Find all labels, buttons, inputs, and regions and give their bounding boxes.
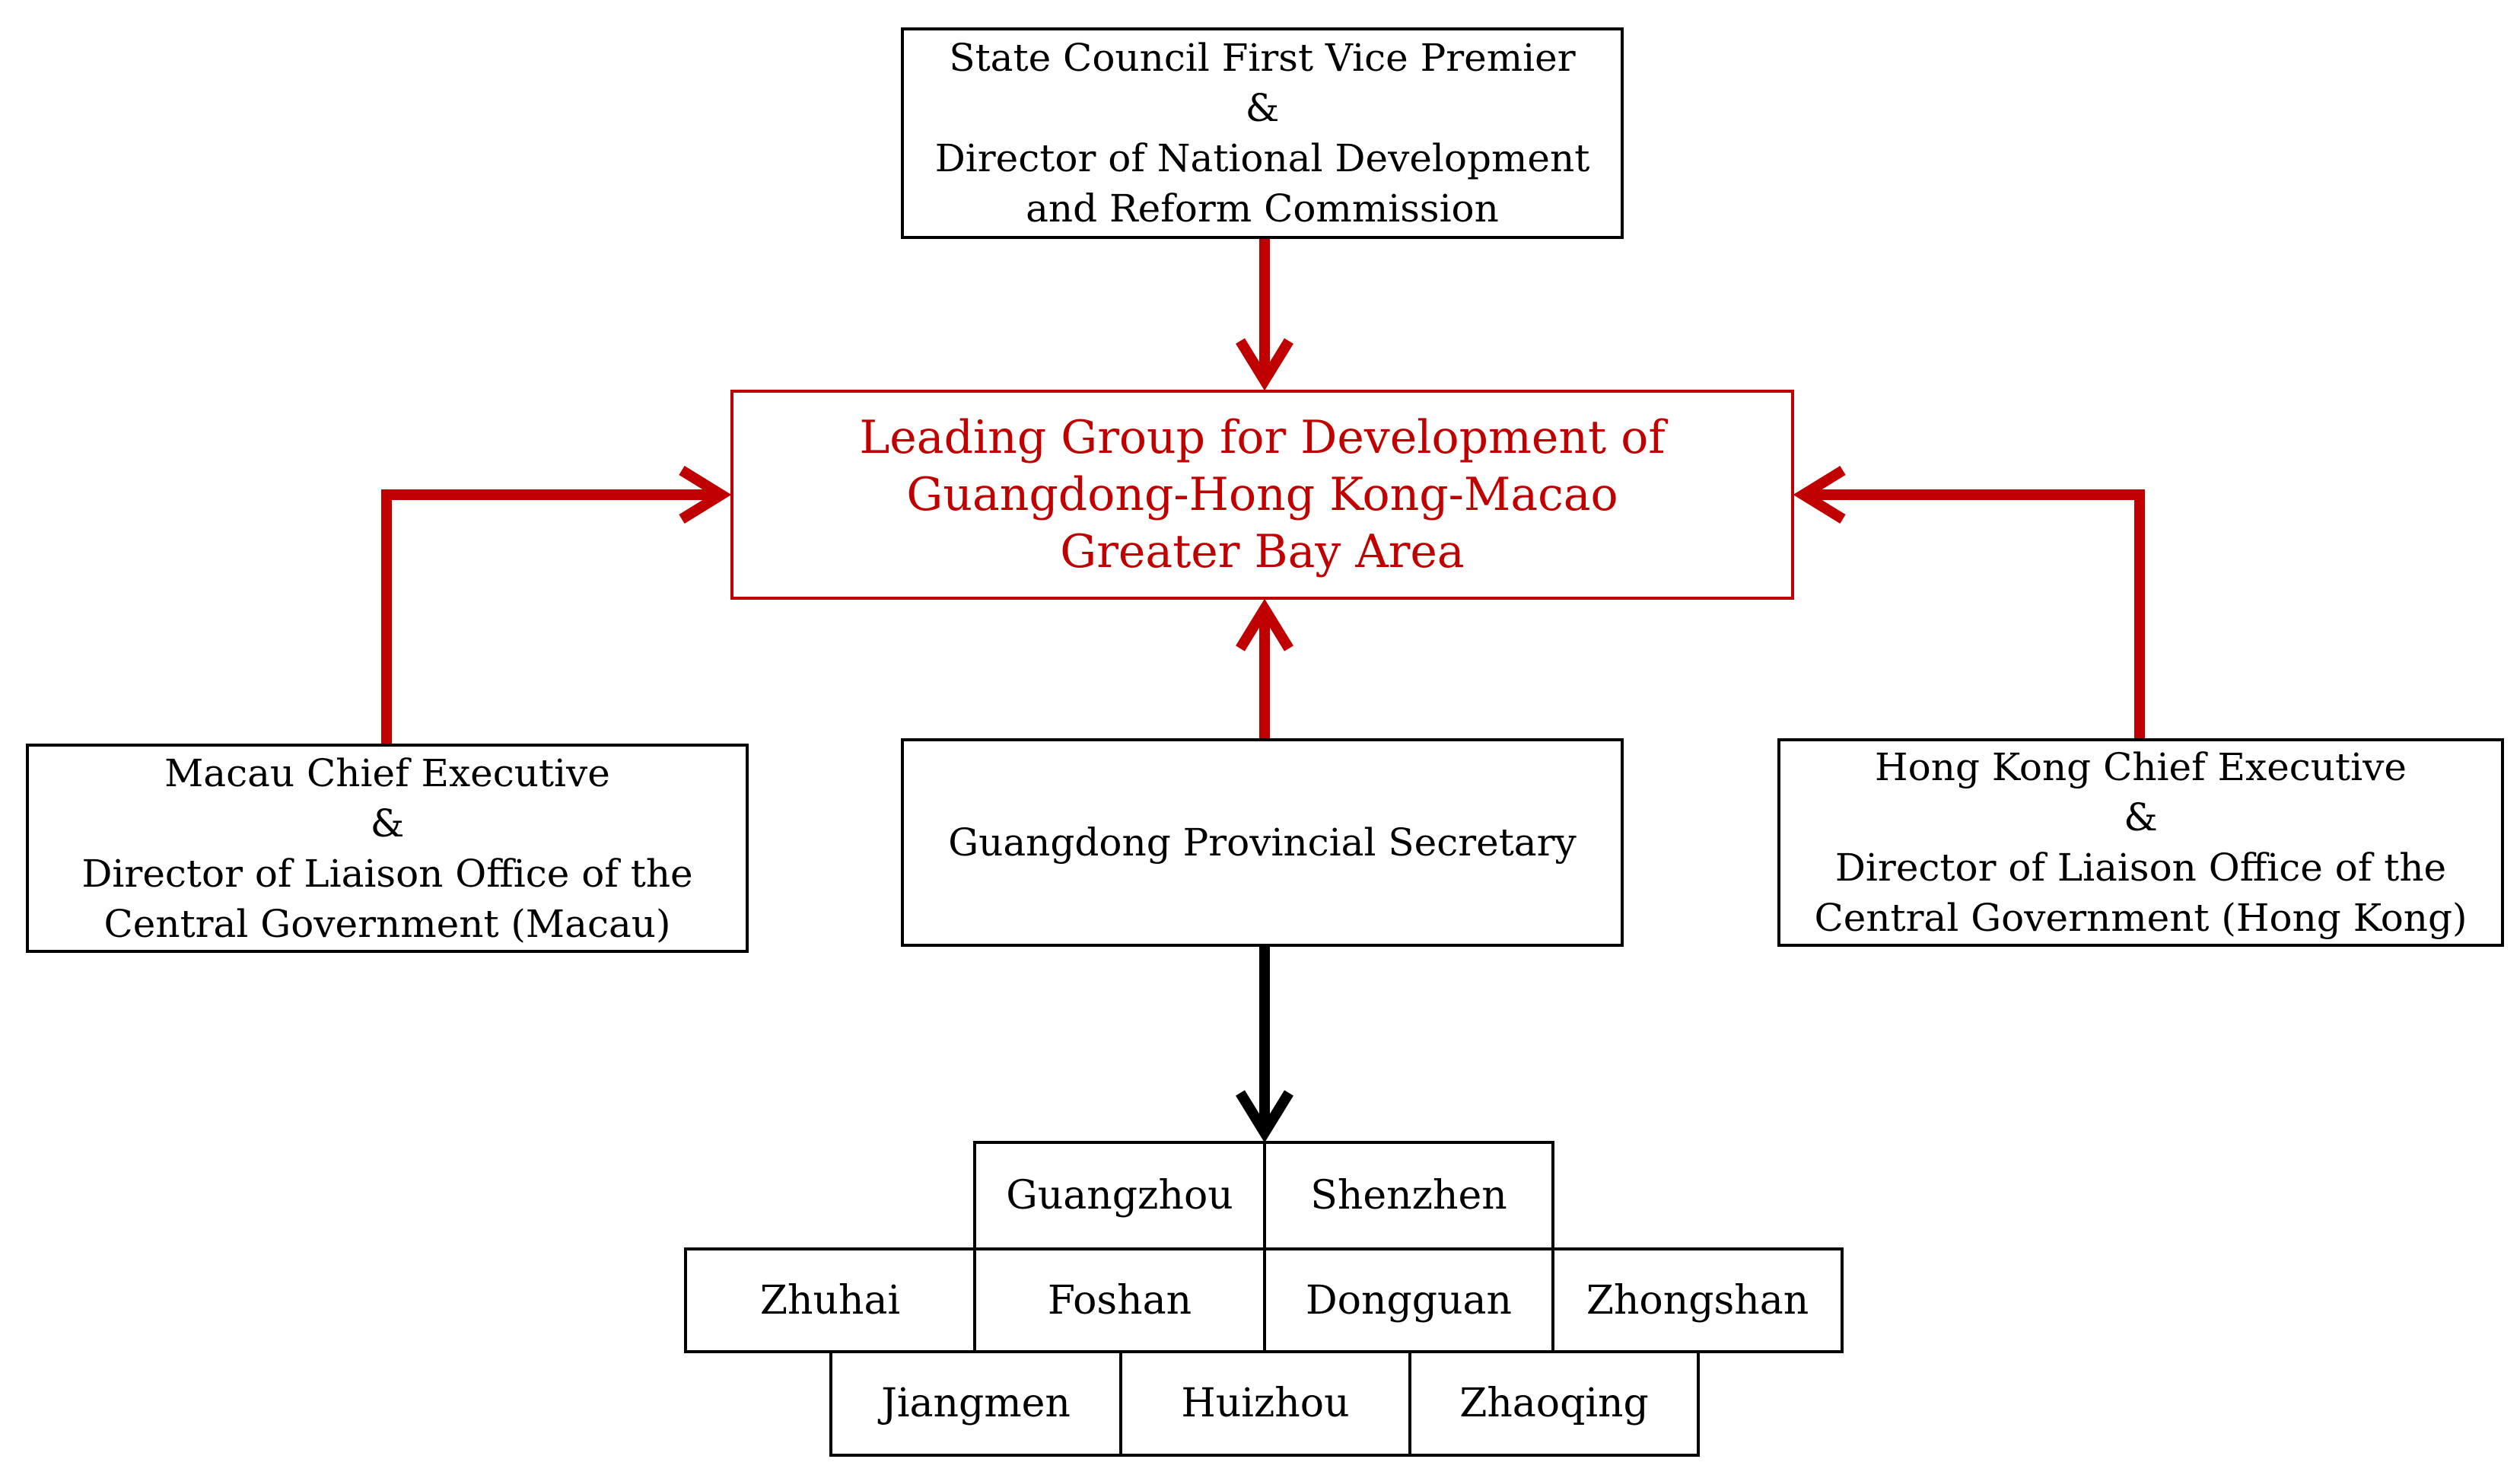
city-cell-foshan: Foshan: [973, 1247, 1266, 1353]
leading-group-box: Leading Group for Development of Guangdo…: [730, 390, 1794, 600]
city-cell-jiangmen: Jiangmen: [829, 1350, 1122, 1457]
node-label-line: Director of Liaison Office of the: [1834, 846, 2447, 890]
arrow-macau-to-leading-group: [381, 466, 732, 744]
macau-box: Macau Chief Executive & Director of Liai…: [26, 744, 749, 953]
node-label-line: Macau Chief Executive: [164, 750, 610, 795]
node-label-line: Greater Bay Area: [1060, 524, 1465, 578]
node-label-line: Guangdong-Hong Kong-Macao: [906, 467, 1618, 521]
node-label-line: Central Government (Macau): [103, 901, 671, 946]
node-label-line: &: [2124, 795, 2158, 839]
arrow-hong-kong-to-leading-group: [1793, 466, 2145, 738]
arrow-state-council-to-leading-group: [1236, 239, 1293, 391]
node-label-line: &: [370, 801, 405, 846]
arrow-guangdong-to-cities: [1236, 947, 1293, 1143]
node-label-line: Guangdong Provincial Secretary: [948, 820, 1577, 865]
city-cell-guangzhou: Guangzhou: [973, 1141, 1266, 1250]
node-label-line: Director of Liaison Office of the: [81, 851, 693, 896]
city-cell-dongguan: Dongguan: [1263, 1247, 1554, 1353]
node-label-line: Hong Kong Chief Executive: [1875, 745, 2407, 789]
node-label-line: &: [1245, 86, 1280, 130]
node-label-line: Director of National Development: [934, 136, 1590, 180]
city-cell-huizhou: Huizhou: [1119, 1350, 1411, 1457]
guangdong-box: Guangdong Provincial Secretary: [901, 738, 1624, 947]
node-label-line: Leading Group for Development of: [859, 410, 1666, 464]
city-cell-zhongshan: Zhongshan: [1551, 1247, 1844, 1353]
node-label-line: State Council First Vice Premier: [949, 36, 1576, 80]
arrow-guangdong-to-leading-group: [1236, 598, 1293, 738]
node-label-line: and Reform Commission: [1026, 186, 1499, 231]
hong-kong-box: Hong Kong Chief Executive & Director of …: [1777, 738, 2504, 947]
city-cell-zhaoqing: Zhaoqing: [1408, 1350, 1700, 1457]
node-label-line: Central Government (Hong Kong): [1814, 896, 2468, 940]
city-cell-shenzhen: Shenzhen: [1263, 1141, 1554, 1250]
city-cell-zhuhai: Zhuhai: [684, 1247, 976, 1353]
state-council-box: State Council First Vice Premier & Direc…: [901, 27, 1624, 239]
